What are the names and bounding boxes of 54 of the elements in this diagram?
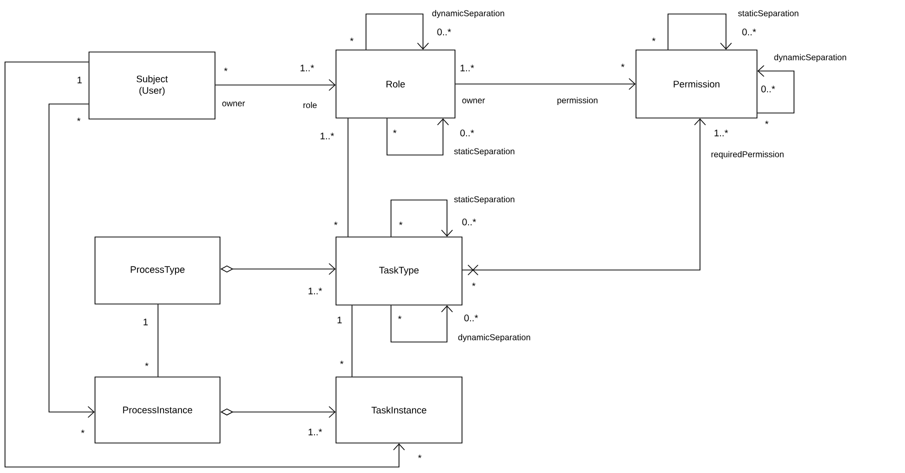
class-box: Role xyxy=(336,50,456,118)
multiplicity-label: * xyxy=(399,222,402,226)
multiplicity-label: 1..* xyxy=(308,428,322,436)
association-line xyxy=(215,79,336,91)
association-line xyxy=(386,118,449,156)
class-box: ProcessInstance xyxy=(94,376,220,444)
role-name-label: dynamicSeparation xyxy=(458,334,530,342)
role-name-label: dynamicSeparation xyxy=(432,10,504,18)
multiplicity-label: * xyxy=(334,222,338,226)
role-name-label: staticSeparation xyxy=(454,196,514,204)
multiplicity-label: 1..* xyxy=(320,132,334,140)
association-line xyxy=(48,104,95,418)
role-name-label: dynamicSeparation xyxy=(774,54,846,62)
multiplicity-label: * xyxy=(652,38,656,42)
multiplicity-label: 0..* xyxy=(460,130,474,136)
multiplicity-label: * xyxy=(145,362,148,366)
multiplicity-label: 1..* xyxy=(308,288,322,294)
multiplicity-label: 0..* xyxy=(464,314,478,322)
multiplicity-label: * xyxy=(418,454,422,458)
association-line xyxy=(390,200,453,237)
multiplicity-label: 1..* xyxy=(714,130,728,136)
multiplicity-label: * xyxy=(765,120,768,124)
multiplicity-label: 0..* xyxy=(742,28,756,36)
role-name-label: role xyxy=(303,102,317,108)
multiplicity-label: * xyxy=(398,316,402,320)
multiplicity-label: 1 xyxy=(338,316,342,324)
multiplicity-label: * xyxy=(621,64,624,68)
association-line xyxy=(668,14,732,50)
class-box: Subject (User) xyxy=(88,52,216,120)
multiplicity-label: 0..* xyxy=(437,28,452,36)
multiplicity-label: * xyxy=(77,118,80,122)
role-name-label: requiredPermission xyxy=(711,151,784,159)
multiplicity-label: * xyxy=(224,68,228,72)
association-line xyxy=(757,65,794,114)
role-name-label: staticSeparation xyxy=(738,10,798,18)
class-box: TaskInstance xyxy=(336,376,462,444)
association-line xyxy=(462,118,706,276)
role-name-label: staticSeparation xyxy=(454,148,514,156)
multiplicity-label: * xyxy=(340,360,344,364)
multiplicity-label: * xyxy=(81,430,84,434)
association-line xyxy=(455,78,636,90)
class-box: Permission xyxy=(636,50,758,118)
multiplicity-label: * xyxy=(350,38,354,42)
association-line xyxy=(366,14,429,50)
multiplicity-label: 0..* xyxy=(462,218,476,226)
multiplicity-label: * xyxy=(472,282,476,286)
association-line xyxy=(390,305,453,342)
class-box: TaskType xyxy=(336,236,462,306)
role-name-label: permission xyxy=(557,97,598,105)
association-line xyxy=(4,62,405,468)
multiplicity-label: 1 xyxy=(144,318,148,326)
multiplicity-label: 1..* xyxy=(300,64,314,72)
multiplicity-label: * xyxy=(393,130,396,134)
class-box: ProcessType xyxy=(94,236,220,304)
